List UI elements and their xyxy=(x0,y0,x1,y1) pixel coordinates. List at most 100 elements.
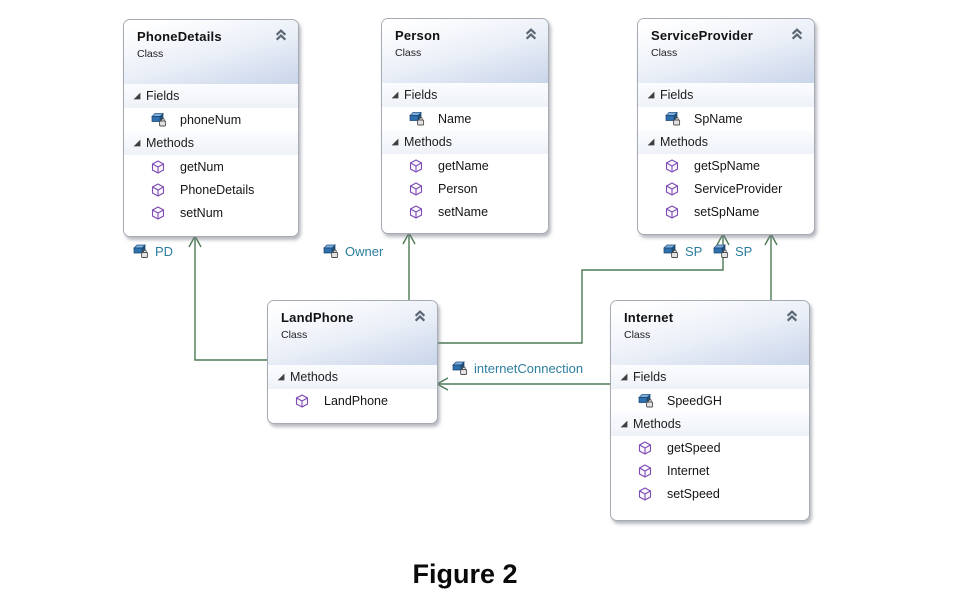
class-box-person[interactable]: Person Class Fields Name Methods getName xyxy=(381,18,549,234)
class-stereotype: Class xyxy=(281,329,308,341)
section-methods[interactable]: Methods xyxy=(638,130,814,154)
connector-sp-landphone-line[interactable] xyxy=(436,236,724,344)
association-label-internetconnection[interactable]: internetConnection xyxy=(450,359,583,377)
class-stereotype: Class xyxy=(651,47,678,59)
class-header: PhoneDetails Class xyxy=(124,20,298,84)
field-icon xyxy=(131,243,149,259)
class-header: Person Class xyxy=(382,19,548,83)
section-fields[interactable]: Fields xyxy=(638,83,814,107)
section-label: Fields xyxy=(146,89,180,103)
section-methods[interactable]: Methods xyxy=(382,130,548,154)
method-icon xyxy=(409,159,423,173)
member-row[interactable]: Name xyxy=(382,107,548,130)
member-row[interactable]: SpeedGH xyxy=(611,389,809,412)
collapse-chevron-icon[interactable] xyxy=(785,310,799,322)
section-methods[interactable]: Methods xyxy=(611,412,809,436)
association-label-text: SP xyxy=(735,243,753,259)
class-title: Internet xyxy=(624,310,674,325)
section-fields[interactable]: Fields xyxy=(611,365,809,389)
section-label: Methods xyxy=(660,135,708,149)
member-row[interactable]: getSpeed xyxy=(611,436,809,459)
member-row[interactable]: getSpName xyxy=(638,154,814,177)
class-title: PhoneDetails xyxy=(137,29,222,44)
class-title: LandPhone xyxy=(281,310,354,325)
expanded-triangle-icon[interactable] xyxy=(647,91,655,99)
section-methods[interactable]: Methods xyxy=(124,131,298,155)
section-label: Methods xyxy=(290,370,338,384)
field-icon xyxy=(663,111,681,126)
collapse-chevron-icon[interactable] xyxy=(524,28,538,40)
member-row[interactable]: setName xyxy=(382,200,548,223)
section-fields[interactable]: Fields xyxy=(382,83,548,107)
member-row[interactable]: setNum xyxy=(124,201,298,224)
member-row[interactable]: setSpeed xyxy=(611,482,809,505)
member-row[interactable]: getNum xyxy=(124,155,298,178)
method-icon xyxy=(665,159,679,173)
member-row[interactable]: PhoneDetails xyxy=(124,178,298,201)
method-icon xyxy=(151,206,165,220)
association-label-sp-landphone[interactable]: SP xyxy=(661,242,702,260)
collapse-chevron-icon[interactable] xyxy=(413,310,427,322)
section-label: Methods xyxy=(146,136,194,150)
expanded-triangle-icon[interactable] xyxy=(277,373,285,381)
field-icon xyxy=(407,111,425,126)
expanded-triangle-icon[interactable] xyxy=(391,138,399,146)
member-row[interactable]: Person xyxy=(382,177,548,200)
section-methods[interactable]: Methods xyxy=(268,365,437,389)
class-header: Internet Class xyxy=(611,301,809,365)
section-label: Fields xyxy=(404,88,438,102)
association-label-owner[interactable]: Owner xyxy=(321,242,383,260)
association-label-text: PD xyxy=(155,243,174,259)
association-label-sp-internet[interactable]: SP xyxy=(711,242,752,260)
expanded-triangle-icon[interactable] xyxy=(647,138,655,146)
connector-pd-line[interactable] xyxy=(194,238,267,361)
member-row[interactable]: setSpName xyxy=(638,200,814,223)
class-body: Fields phoneNum Methods getNum PhoneDeta… xyxy=(124,84,298,224)
method-icon xyxy=(409,182,423,196)
collapse-chevron-icon[interactable] xyxy=(790,28,804,40)
method-icon xyxy=(665,182,679,196)
section-label: Methods xyxy=(404,135,452,149)
section-label: Fields xyxy=(633,370,667,384)
association-label-pd[interactable]: PD xyxy=(131,242,173,260)
class-title: Person xyxy=(395,28,441,43)
member-row[interactable]: LandPhone xyxy=(268,389,437,412)
field-icon xyxy=(149,112,167,127)
field-icon xyxy=(711,243,729,259)
method-icon xyxy=(295,394,309,408)
class-box-landphone[interactable]: LandPhone Class Methods LandPhone xyxy=(267,300,438,424)
member-row[interactable]: ServiceProvider xyxy=(638,177,814,200)
member-row[interactable]: getName xyxy=(382,154,548,177)
section-label: Methods xyxy=(633,417,681,431)
class-stereotype: Class xyxy=(624,329,651,341)
class-header: LandPhone Class xyxy=(268,301,437,365)
class-stereotype: Class xyxy=(395,47,422,59)
member-row[interactable]: SpName xyxy=(638,107,814,130)
association-label-text: SP xyxy=(685,243,703,259)
class-box-phonedetails[interactable]: PhoneDetails Class Fields phoneNum Metho… xyxy=(123,19,299,237)
member-row[interactable]: Internet xyxy=(611,459,809,482)
section-label: Fields xyxy=(660,88,694,102)
class-body: Fields Name Methods getName Person setNa… xyxy=(382,83,548,223)
class-header: ServiceProvider Class xyxy=(638,19,814,83)
association-label-text: Owner xyxy=(345,243,384,259)
method-icon xyxy=(151,160,165,174)
collapse-chevron-icon[interactable] xyxy=(274,29,288,41)
field-icon xyxy=(321,243,339,259)
expanded-triangle-icon[interactable] xyxy=(391,91,399,99)
class-box-serviceprovider[interactable]: ServiceProvider Class Fields SpName Meth… xyxy=(637,18,815,235)
class-box-internet[interactable]: Internet Class Fields SpeedGH Methods ge… xyxy=(610,300,810,521)
method-icon xyxy=(409,205,423,219)
expanded-triangle-icon[interactable] xyxy=(133,92,141,100)
method-icon xyxy=(151,183,165,197)
expanded-triangle-icon[interactable] xyxy=(133,139,141,147)
section-fields[interactable]: Fields xyxy=(124,84,298,108)
member-row[interactable]: phoneNum xyxy=(124,108,298,131)
expanded-triangle-icon[interactable] xyxy=(620,373,628,381)
class-body: Fields SpName Methods getSpName ServiceP… xyxy=(638,83,814,223)
figure-caption: Figure 2 xyxy=(412,559,518,589)
class-body: Methods LandPhone xyxy=(268,365,437,412)
expanded-triangle-icon[interactable] xyxy=(620,420,628,428)
